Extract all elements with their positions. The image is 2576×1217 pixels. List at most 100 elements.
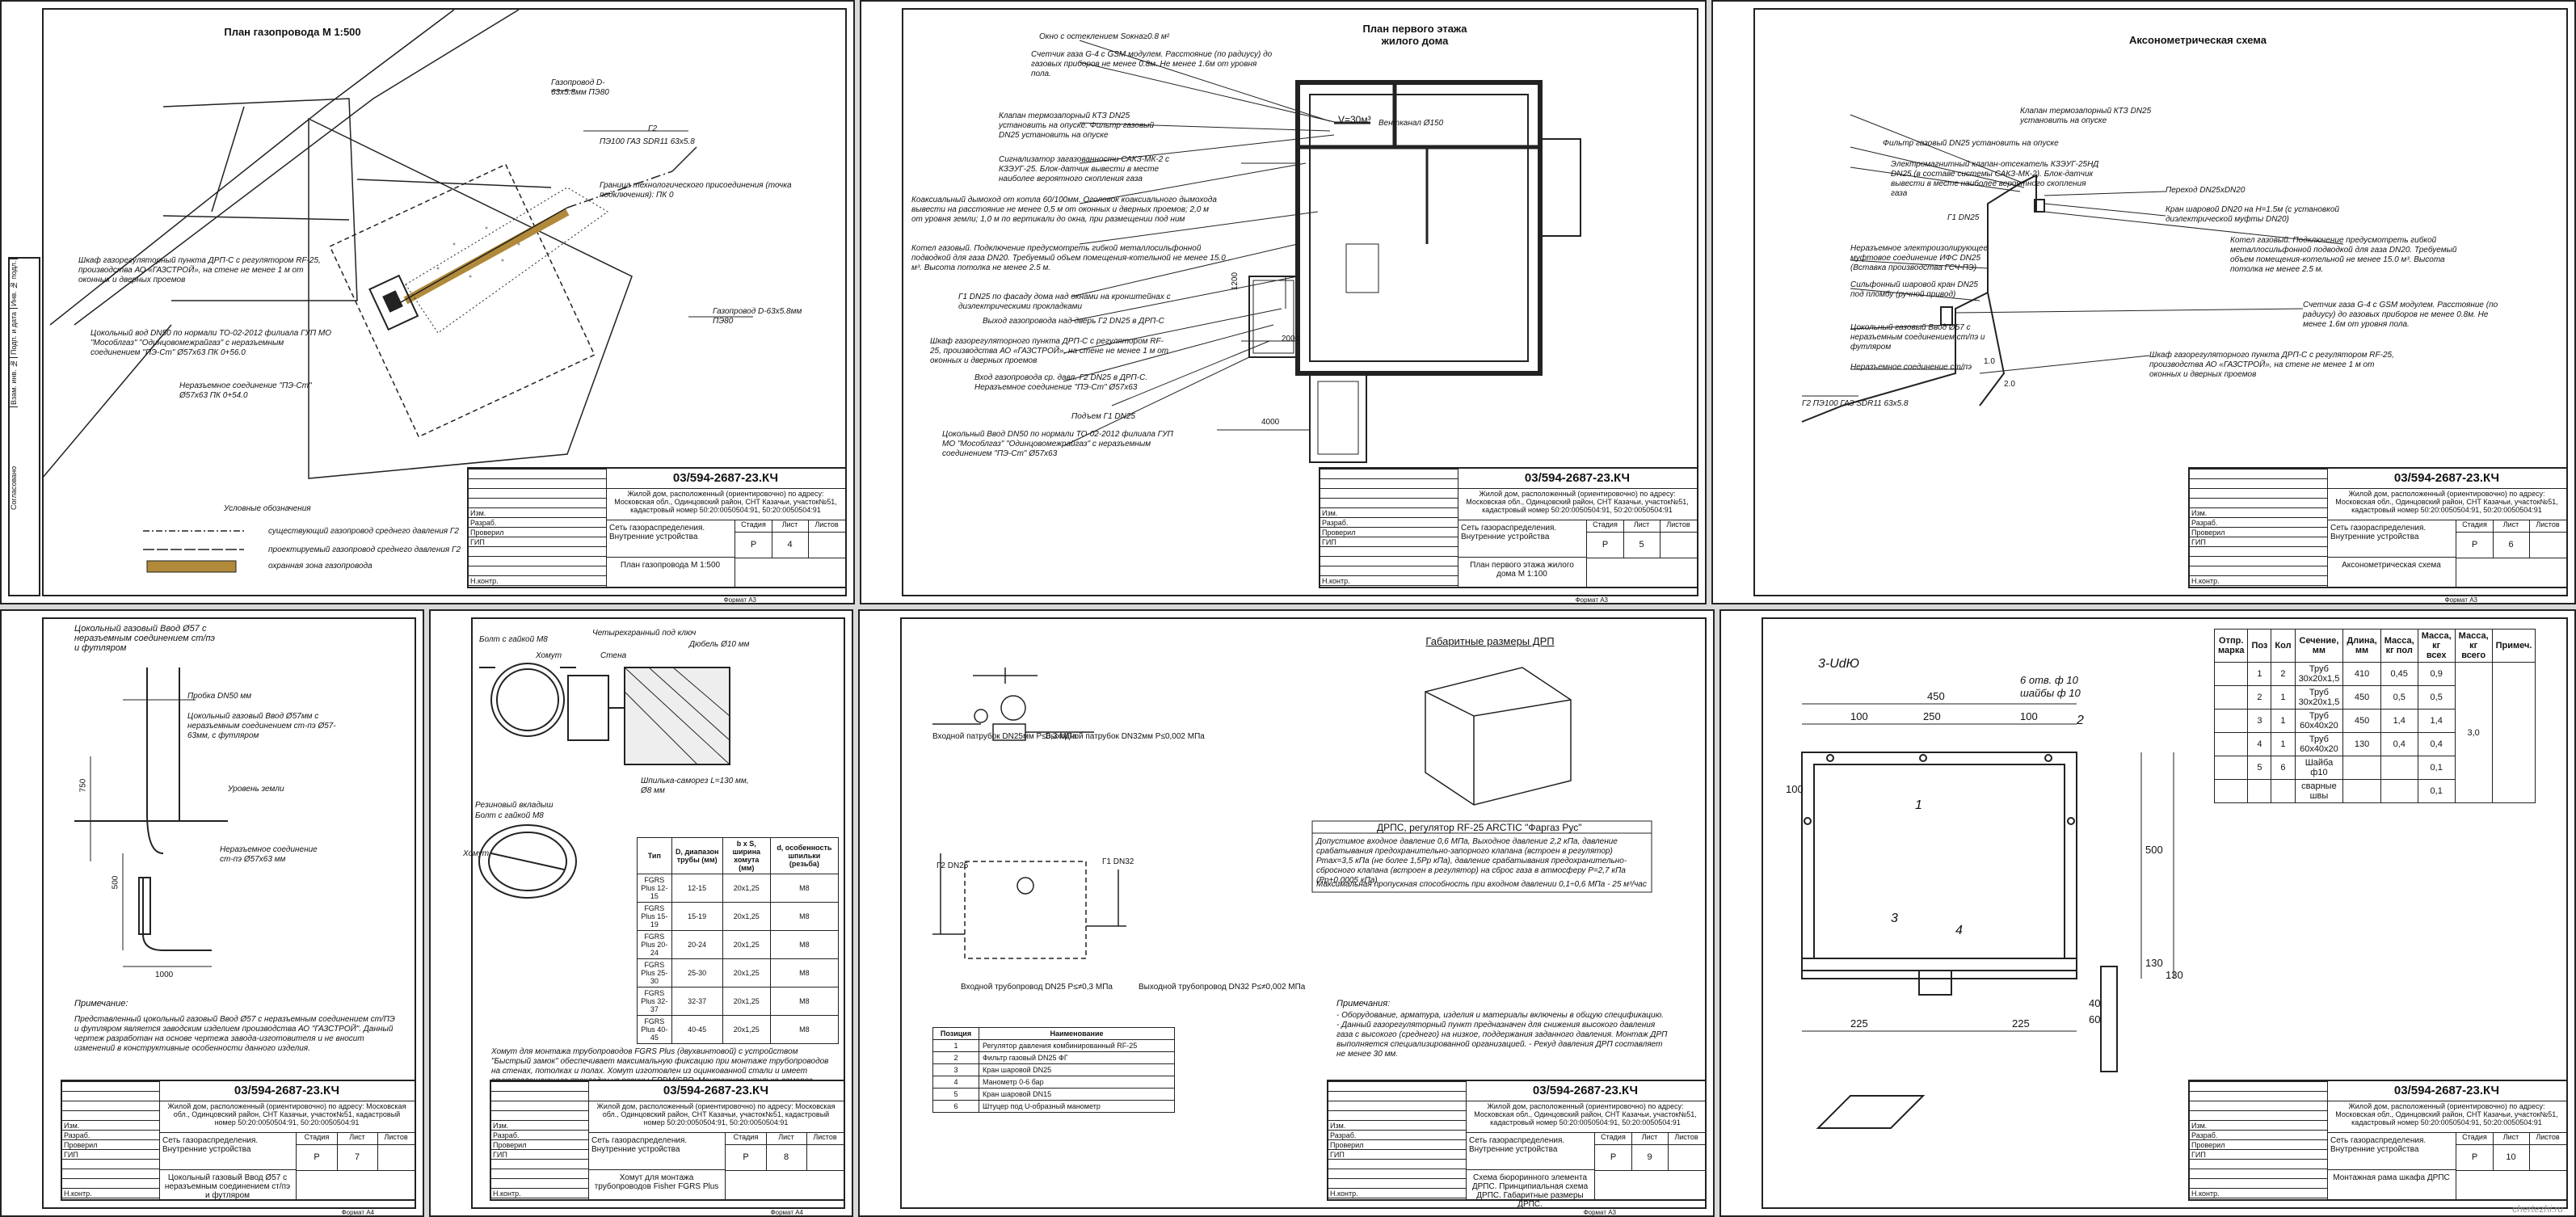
stage-header: Стадия [735,520,772,533]
sheet-number: 10 [2493,1144,2530,1170]
table-header: Тип [637,837,672,874]
dimension: 750 [78,778,88,793]
stamp-row: Изм. [1322,509,1338,517]
dimension: 2.0 [2004,380,2015,389]
plinth-input-drawing [74,667,228,967]
callout-insulating-joint: Неразъемное электроизолирующее муфтовое … [1850,244,1989,272]
side-label: Согласовано [10,406,18,569]
drawing-name: Схема бюроринного элемента ДРПС. Принцип… [1466,1170,1595,1209]
callout-joint: Неразъемное соединение ст-пэ Ø57х63 мм [220,845,318,864]
title-block: Изм. Разраб. Проверил ГИП Н.контр. 03/59… [1319,467,1698,588]
stage-value: Р [735,532,772,558]
callout-plinth-input: Цокольный вод DN50 по нормали ТО-02-2012… [90,329,332,357]
section-name: Сеть газораспределения. Внутренние устро… [159,1133,297,1170]
sheets-header: Листов [1668,1133,1705,1145]
callout-pe-pipe: Г2 ПЭ100 ГАЗ SDR11 63х5.8 [1802,399,1909,408]
dimension: 1000 [155,971,174,979]
callout-input: Цокольный газовый Ввод Ø57мм с неразъемн… [187,712,336,740]
callout-pe100: ПЭ100 ГАЗ SDR11 63х5.8 [600,137,695,146]
sheet-header: Лист [337,1133,378,1145]
dimension: 4000 [1261,418,1280,427]
callout-inlet: Входной патрубок DN25мм Р≤0,3 МПа [932,732,1077,741]
sheet-header: Лист [772,520,809,533]
drawing-name: Цокольный газовый Ввод Ø57 с неразъемным… [159,1170,297,1200]
format-label: Формат А3 [1583,1209,1616,1216]
sheets-header: Листов [377,1133,415,1145]
callout-clamp: Хомут [536,651,562,660]
callout-rubber: Резиновый вкладыш [475,801,554,810]
table-header: b x S, ширина хомута (мм) [722,837,771,874]
callout-window: Окно с остеклением Sокна≥0.8 м² [1039,32,1170,41]
stage-value: Р [2456,1144,2494,1170]
table-header: Масса, кг пол [2380,629,2418,663]
hole-note: 6 отв. ф 10 [2020,674,2078,686]
stamp-row: Проверил [1330,1141,1364,1149]
callout-gas-detector: Сигнализатор загазованности САКЗ-МК-2 с … [999,155,1170,183]
stage-block: Стадия Лист Листов Р 5 [1587,520,1697,558]
stamp-row: Изм. [2191,1122,2208,1130]
stamp-row: ГИП [64,1151,78,1159]
title-block: Изм. Разраб. Проверил ГИП Н.контр. 03/59… [61,1080,416,1201]
stamp-row: Изм. [64,1122,80,1130]
sheets-header: Листов [1660,520,1697,533]
callout-plug: Пробка DN50 мм [187,692,252,701]
stamp-row: ГИП [2191,538,2206,546]
callout-number: 3 [1891,912,1898,925]
section-name: Сеть газораспределения. Внутренние устро… [2327,520,2456,558]
callout-boundary: Граница технологического присоединения (… [600,181,792,200]
dimension: 1.0 [1984,357,1995,366]
stage-header: Стадия [1587,520,1624,533]
stage-block: Стадия Лист Листов Р 7 [297,1133,415,1171]
callout-reducer: Переход DN25хDN20 [2166,186,2246,195]
sheet-frame [902,8,1698,596]
note-title: Примечание: [74,999,128,1009]
callout-bellows-valve: Сильфонный шаровой кран DN25 под пломбу … [1850,280,1978,299]
clamp-table: Тип D, диапазон трубы (мм) b x S, ширина… [637,837,840,1044]
table-header: Сечение, мм [2294,629,2344,663]
callout-solenoid: Электромагнитный клапан-отсекатель КЗЭУГ… [1891,160,2099,198]
table-header: Поз [2247,629,2272,663]
clamp-drawing [478,663,730,899]
dimension: 130 [2166,969,2183,981]
callout-shutoff-valve: Клапан термозапорный КТЗ DN25 установить… [2020,107,2152,125]
stamp-row: Н.контр. [2191,1190,2220,1198]
stamp-row: Разраб. [2191,519,2218,527]
drp-subtitle: ДРПС, регулятор RF-25 ARCTIC "Фаргаз Рус… [1377,822,1582,833]
stamp-row: Проверил [493,1141,527,1149]
room-volume: V=30м³ [1338,114,1371,125]
drawing-name: План газопровода М 1:500 [606,558,735,587]
sheet-header: Лист [2493,520,2530,533]
stamp-revision-grid: Изм. Разраб. Проверил ГИП Н.контр. [2190,1081,2328,1199]
table-header: Наименование [979,1027,1175,1040]
label-g1: Г1 DN32 [1102,857,1134,866]
callout-clamp: Хомут [463,849,490,858]
callout-shutoff-valve: Клапан термозапорный КТЗ DN25 установить… [999,112,1155,140]
callout-chimney: Коаксиальный дымоход от котла 60/100мм. … [911,196,1217,224]
callout-bolt: Болт с гайкой М8 [475,811,544,820]
sheet-first-floor-plan: План первого этажа жилого дома [860,0,1707,604]
section-name: Сеть газораспределения. Внутренние устро… [2327,1133,2456,1170]
dimension: 100 [1786,783,1804,795]
dimension: 225 [2012,1017,2030,1030]
stamp-row: Разраб. [64,1131,90,1139]
table-header: D, диапазон трубы (мм) [671,837,723,874]
doc-code: 03/594-2687-23.КЧ [588,1081,844,1101]
stamp-row: Н.контр. [493,1190,521,1198]
project-name: Жилой дом, расположенный (ориентировочно… [606,488,845,520]
callout-plinth-input: Цокольный газовый Ввод Ø57 с неразъемным… [1850,323,1985,352]
stamp-row: ГИП [2191,1151,2206,1159]
format-label: Формат А3 [1575,596,1608,604]
table-header: d, особенность шпильки (резьба) [769,837,840,874]
sheets-header: Листов [806,1133,844,1145]
callout-bolt: Болт с гайкой М8 [479,635,548,644]
callout-drp-cabinet: Шкаф газорегуляторный пункта ДРП-С с рег… [78,256,321,284]
sheet-frame [42,617,416,1209]
side-label: Инв. № подл. [10,259,18,308]
callout-riser: Подъем Г1 DN25 [1071,412,1135,421]
section-name: Сеть газораспределения. Внутренние устро… [1466,1133,1595,1170]
callout-dowel: Дюбель Ø10 мм [689,640,750,649]
